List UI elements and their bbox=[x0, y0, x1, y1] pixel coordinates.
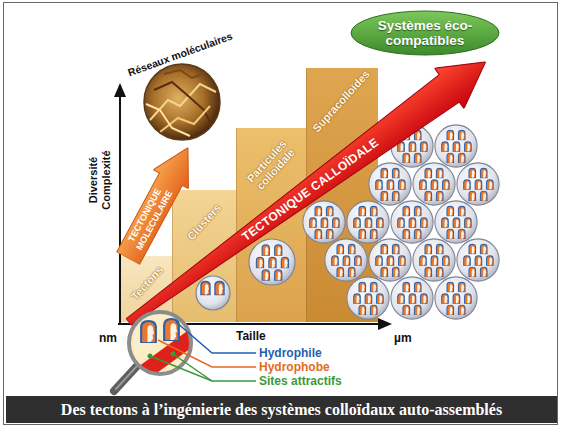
text-label: nm bbox=[99, 331, 117, 345]
colloid-particle bbox=[435, 201, 477, 243]
attractive-site-dot bbox=[171, 352, 176, 357]
node-label: Particules colloïdale bbox=[241, 133, 302, 197]
colloid-particle bbox=[369, 239, 411, 281]
colloid-particle bbox=[435, 125, 477, 167]
colloid-particle bbox=[457, 239, 499, 281]
node-label: Clusters bbox=[185, 202, 223, 243]
text-label: Hydrophile bbox=[259, 346, 322, 360]
text-label: Sites attractifs bbox=[259, 374, 342, 388]
vertical-axis bbox=[119, 95, 121, 325]
tecton-symbol bbox=[140, 320, 157, 343]
cluster-particle bbox=[196, 276, 230, 310]
colloid-particle bbox=[457, 163, 499, 205]
axis-title: Diversité Complexité bbox=[87, 146, 113, 214]
goal-ellipse: Systèmes éco-compatibles bbox=[350, 10, 500, 56]
colloid-particle bbox=[303, 201, 345, 243]
tecton-symbol bbox=[214, 281, 224, 295]
axis-arrowhead bbox=[378, 318, 392, 330]
text-label: µm bbox=[394, 331, 412, 345]
photo-circle: Réseaux moléculaires bbox=[120, 40, 245, 145]
magnifier-rim bbox=[129, 312, 191, 374]
attractive-site-dot bbox=[148, 354, 153, 359]
colloid-particle bbox=[435, 277, 477, 319]
leader-line bbox=[158, 340, 256, 367]
tecton-symbol bbox=[163, 318, 180, 341]
node-label: Supracolloïdes bbox=[310, 68, 372, 135]
cluster-circle bbox=[196, 276, 230, 310]
leader-line bbox=[150, 356, 256, 381]
axis-arrowhead bbox=[114, 83, 126, 97]
caption-bar: Des tectons à l’ingénierie des systèmes … bbox=[6, 396, 557, 423]
colloid-particle bbox=[413, 163, 455, 205]
handle-highlight bbox=[116, 366, 137, 389]
text-label: Taille bbox=[236, 329, 266, 343]
colloid-particle bbox=[347, 277, 389, 319]
magnifier-handle bbox=[114, 366, 137, 391]
colloid-particle bbox=[413, 239, 455, 281]
tecton-symbol bbox=[200, 281, 210, 295]
colloid-particle bbox=[391, 201, 433, 243]
text-label: Hydrophobe bbox=[259, 360, 330, 374]
colloid-particle bbox=[369, 163, 411, 205]
leader-line bbox=[173, 354, 212, 381]
colloid-particle bbox=[391, 277, 433, 319]
node-label: Systèmes éco-compatibles bbox=[350, 10, 500, 56]
colloid-particle bbox=[249, 239, 295, 285]
colloid-particle bbox=[325, 239, 367, 281]
colloid-particle bbox=[347, 201, 389, 243]
